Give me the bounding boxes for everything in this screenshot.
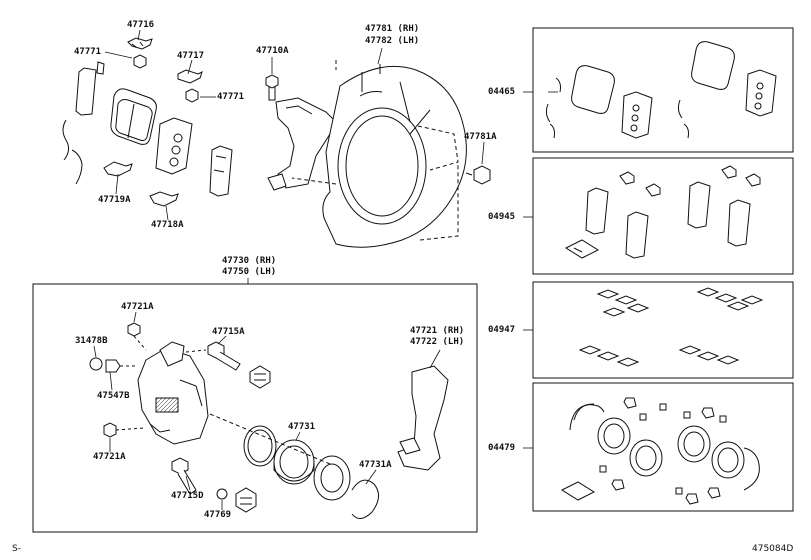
brake-pad-inner	[110, 88, 157, 145]
shim-clip-47718a	[149, 191, 179, 207]
label-47781a: 47781A	[464, 132, 497, 142]
label-47721a-top: 47721A	[121, 302, 154, 312]
kit-04465-pads	[545, 41, 777, 139]
label-47710a: 47710A	[256, 46, 289, 56]
bolt-47771-left	[133, 54, 147, 69]
label-47771-left: 47771	[74, 47, 102, 57]
label-04479: 04479	[488, 443, 516, 453]
label-47715d: 47715D	[171, 491, 204, 501]
label-31478b: 31478B	[75, 336, 108, 346]
caliper-mounting-bracket-bottom	[397, 365, 449, 471]
label-47719a: 47719A	[98, 195, 131, 205]
label-04947: 04947	[488, 325, 516, 335]
shim-clip-47716	[127, 37, 153, 50]
bleeder-plug-47547b	[105, 359, 136, 373]
bleeder-cap-31478b	[89, 357, 103, 371]
kit-box-04945	[532, 157, 794, 275]
label-47718a: 47718A	[151, 220, 184, 230]
label-47721a-bottom: 47721A	[93, 452, 126, 462]
footer-left-mark: S-	[12, 544, 21, 554]
brake-pad-outer	[155, 117, 193, 175]
label-47731a: 47731A	[359, 460, 392, 470]
leader-lines	[93, 29, 558, 510]
set-ring-47731a	[351, 479, 379, 519]
bolt-47710a	[265, 74, 279, 101]
bushing-47769	[216, 488, 228, 500]
cylinder-boot	[313, 455, 351, 501]
boot-set-lower	[235, 487, 257, 513]
kit-04945-shims	[564, 165, 761, 259]
wear-indicator-clip	[62, 119, 83, 185]
caliper-assembly-frame	[32, 283, 478, 533]
anti-squeal-shim-left	[75, 61, 105, 116]
bolt-47781a	[465, 165, 491, 185]
kit-box-04479	[532, 382, 794, 512]
label-47722-lh: 47722 (LH)	[410, 337, 465, 347]
label-47730-rh: 47730 (RH)	[222, 256, 277, 266]
slide-pin-47715d	[171, 457, 197, 495]
boot-set-upper	[249, 365, 271, 389]
label-47731: 47731	[288, 422, 316, 432]
dust-cover-47781	[322, 64, 467, 248]
label-47782-lh: 47782 (LH)	[365, 36, 420, 46]
label-47781-rh: 47781 (RH)	[365, 24, 420, 34]
piston-axis	[209, 413, 331, 465]
kit-box-04465	[532, 27, 794, 153]
caliper-body	[137, 341, 209, 445]
anti-squeal-shim-right	[209, 145, 233, 197]
label-47716: 47716	[127, 20, 155, 30]
label-47771-right: 47771	[217, 92, 245, 102]
shim-clip-47719a	[103, 161, 133, 177]
slide-pin-47715a	[185, 341, 241, 371]
kit-04947-clips	[578, 287, 764, 367]
bolt-47771-right	[185, 88, 199, 103]
label-47750-lh: 47750 (LH)	[222, 267, 277, 277]
label-47769: 47769	[204, 510, 232, 520]
dust-cover-outline	[291, 60, 459, 241]
label-47547b: 47547B	[97, 391, 130, 401]
bolt-47721a-bottom	[103, 422, 145, 438]
label-47717: 47717	[177, 51, 205, 61]
caliper-mounting-bracket-top	[267, 97, 337, 191]
bolt-47721a-top	[127, 322, 147, 351]
label-47721-rh: 47721 (RH)	[410, 326, 465, 336]
illustration-code: 475084D	[752, 544, 794, 554]
label-47715a: 47715A	[212, 327, 245, 337]
label-04465: 04465	[488, 87, 516, 97]
label-04945: 04945	[488, 212, 516, 222]
piston-seal-ring	[243, 425, 277, 467]
shim-clip-47717	[177, 69, 203, 84]
kit-04479-seals	[560, 397, 760, 505]
piston-47731	[273, 439, 315, 485]
